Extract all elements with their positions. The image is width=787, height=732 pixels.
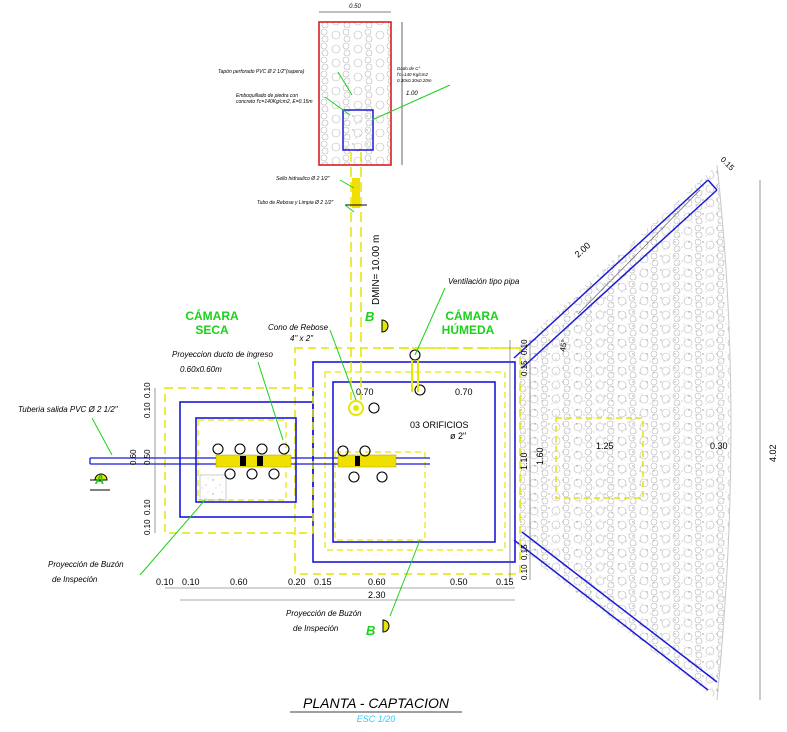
cono-label-2: 4" x 2" (290, 334, 314, 343)
section-markers (90, 319, 390, 633)
dim-015-right-bottom: 0.15 (520, 544, 529, 560)
dim-bottom-015-a: 0.15 (314, 577, 332, 587)
tapon-label: Tapón perforado PVC Ø 2 1/2"(sapera) (218, 69, 305, 75)
dim-left-060: 0.60 (129, 449, 138, 465)
buzon-bottom-label-2: de Inspeción (293, 624, 339, 633)
dim-110: 1.10 (519, 452, 529, 470)
dado-label-2: f'c=140 Kg/cm2 (397, 72, 428, 77)
camara-humeda-label-2: HÚMEDA (442, 322, 495, 337)
dimension-lines (154, 340, 531, 601)
section-b-bottom-label: B (366, 623, 375, 638)
dim-160: 1.60 (535, 447, 545, 465)
outlet-box (318, 11, 403, 166)
wet-chamber (294, 347, 521, 575)
dim-010-right-bottom: 0.10 (520, 564, 529, 580)
buzon-left-label-1: Proyección de Buzón (48, 560, 124, 569)
dim-left-010-c: 0.10 (143, 499, 152, 515)
dim-030: 0.30 (710, 441, 728, 451)
dim-bottom-060-a: 0.60 (230, 577, 248, 587)
camara-seca-label-1: CÁMARA (185, 308, 239, 323)
ventilacion-label: Ventilación tipo pipa (448, 277, 520, 286)
drawing-scale: ESC 1/20 (357, 714, 396, 724)
dim-left-010-a: 0.10 (143, 382, 152, 398)
dim-left-050: 0.50 (143, 449, 152, 465)
dim-bottom-010-b: 0.10 (182, 577, 200, 587)
buzon-bottom-label-1: Proyección de Buzón (286, 609, 362, 618)
dim-bottom-060-b: 0.60 (368, 577, 386, 587)
dim-125: 1.25 (596, 441, 614, 451)
dim-070-b: 0.70 (455, 387, 473, 397)
dmin-label: DMIN= 10.00 m (371, 235, 382, 305)
camara-humeda-label-1: CÁMARA (445, 308, 499, 323)
outlet-pipe (89, 454, 430, 468)
emboquillado-label-2: concreto f'c=140Kg/cm2, E=0.15m (236, 99, 313, 105)
leader-lines (91, 71, 451, 617)
emboquillado-label-1: Emboquillado de piedra con (236, 93, 298, 99)
proy-ducto-label-1: Proyeccion ducto de ingreso (172, 350, 274, 359)
dim-015-right-top: 0.15 (520, 360, 529, 376)
dim-010-right-top: 0.10 (520, 339, 529, 355)
dim-left-010-d: 0.10 (143, 519, 152, 535)
overflow-pipe (345, 152, 419, 416)
dim-bottom-050: 0.50 (450, 577, 468, 587)
dim-070-a: 0.70 (356, 387, 374, 397)
cono-label-1: Cono de Rebose (268, 323, 329, 332)
dim-left-010-b: 0.10 (143, 402, 152, 418)
dado-label-1: Dado de C° (397, 66, 421, 71)
catchment-area (513, 164, 761, 701)
dim-200: 2.00 (573, 240, 593, 259)
orificios-label-2: ø 2" (450, 431, 466, 441)
sello-label: Sello hidraulico Ø 2 1/2" (276, 176, 330, 182)
drawing-title: PLANTA - CAPTACION (303, 695, 450, 711)
dry-chamber (164, 387, 314, 534)
orificios-label-1: 03 ORIFICIOS (410, 420, 469, 430)
camara-seca-label-2: SECA (195, 323, 229, 337)
tubo-rebose-label: Tubo de Rebose y Limpia Ø 2 1/2" (257, 200, 333, 206)
proy-ducto-label-2: 0.60x0.60m (180, 365, 222, 374)
section-b-top-label: B (365, 309, 374, 324)
dim-402: 4.02 (768, 444, 778, 462)
dim-bottom-010-a: 0.10 (156, 577, 174, 587)
tuberia-salida-label: Tuberia salida PVC Ø 2 1/2" (18, 405, 119, 414)
dim-015-diag: 0.15 (719, 155, 737, 173)
dim-top-050: 0.50 (349, 4, 361, 10)
dim-bottom-015-b: 0.15 (496, 577, 514, 587)
buzon-left-label-2: de Inspeción (52, 575, 98, 584)
dim-45-degree: 45° (558, 339, 569, 352)
dim-bottom-020: 0.20 (288, 577, 306, 587)
valve-circles (212, 349, 426, 483)
dim-side-100: 1.00 (406, 91, 418, 97)
dim-bottom-230: 2.30 (368, 590, 386, 600)
dado-label-3: 0.30x0.30x0.20m (397, 78, 432, 83)
section-a-label: A (94, 472, 104, 487)
